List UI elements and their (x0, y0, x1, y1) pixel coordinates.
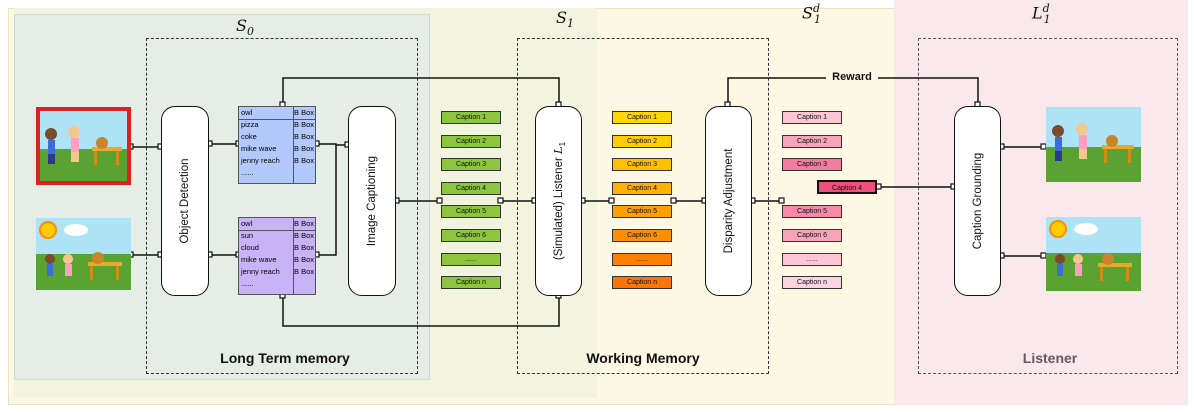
caption-item: ...... (612, 252, 672, 266)
table-row: owl B Box (239, 218, 315, 230)
caption-item: Caption 2 (782, 134, 842, 148)
object-name: owl (241, 219, 253, 228)
listener-module: (Simulated) Listener L1 (535, 106, 582, 296)
object-name: pizza (241, 120, 259, 129)
object-detection-label: Object Detection (179, 158, 191, 244)
listener-image-bottom (1046, 217, 1141, 291)
listener-image-top (1046, 107, 1141, 182)
caption-item: Caption 1 (612, 111, 672, 124)
disparity-adjustment-label: Disparity Adjustment (722, 148, 735, 254)
table-row: mike wave B Box (239, 254, 315, 266)
table-row: cloud B Box (239, 242, 315, 254)
listener-label: (Simulated) Listener L1 (550, 141, 567, 261)
distractor-image (36, 218, 131, 290)
bbox-label: B Box (294, 231, 315, 240)
table-row: ...... (239, 278, 315, 290)
reward-label: Reward (826, 70, 878, 84)
target-image (36, 107, 131, 185)
caption-item: Caption 1 (782, 111, 842, 124)
caption-item: Caption 2 (441, 134, 501, 148)
table-row: coke B Box (239, 131, 315, 143)
label-s1: S1 (556, 8, 574, 31)
bbox-label: B Box (294, 144, 315, 153)
image-captioning-label: Image Captioning (366, 155, 378, 247)
caption-item: Caption n (612, 276, 672, 290)
caption-item: ...... (441, 252, 501, 266)
section-listener-box (918, 38, 1178, 374)
title-listener: Listener (1022, 350, 1078, 366)
caption-item: Caption 3 (441, 158, 501, 172)
object-name: owl (241, 108, 253, 117)
bbox-label: B Box (294, 120, 315, 129)
caption-item: Caption 2 (612, 134, 672, 148)
disparity-adjustment-module: Disparity Adjustment (705, 106, 752, 296)
caption-item: Caption 3 (782, 158, 842, 172)
title-working-memory: Working Memory (586, 350, 700, 366)
section-long-term-box (146, 38, 418, 374)
bbox-label: B Box (294, 132, 315, 141)
object-name: mike wave (241, 144, 277, 153)
object-table-distractor: owl B Box sun B Box cloud B Box mike wave B Box… (238, 217, 316, 295)
object-detection-module: Object Detection (161, 106, 209, 296)
selected-caption: Caption 4 (817, 180, 877, 194)
image-captioning-module: Image Captioning (348, 106, 396, 296)
table-row: mike wave B Box (239, 143, 315, 155)
caption-item: Caption 4 (441, 181, 501, 195)
table-row: jenny reach B Box (239, 266, 315, 278)
caption-item: Caption 3 (612, 158, 672, 172)
bbox-label: B Box (294, 108, 315, 117)
caption-item: Caption 6 (782, 229, 842, 242)
object-name: ...... (241, 279, 254, 288)
bbox-label: B Box (294, 255, 315, 264)
caption-item: Caption 1 (441, 111, 501, 124)
caption-item: Caption 6 (612, 229, 672, 242)
caption-item: Caption 5 (441, 205, 501, 219)
bbox-label: B Box (294, 243, 315, 252)
caption-column-pink: Caption 1 Caption 2 Caption 3 Caption 5 Capt… (782, 111, 843, 291)
title-long-term-memory: Long Term memory (220, 350, 350, 366)
table-row: owl B Box (239, 107, 315, 119)
background-listener (894, 0, 1188, 405)
object-name: jenny reach (241, 267, 280, 276)
table-row: ...... (239, 167, 315, 179)
caption-item: Caption n (441, 276, 501, 290)
object-name: coke (241, 132, 257, 141)
caption-column-orange: Caption 1 Caption 2 Caption 3 Caption 4 Capt… (612, 111, 673, 291)
object-name: sun (241, 231, 254, 240)
object-name: jenny reach (241, 156, 280, 165)
label-s1d: Sd1 (802, 2, 822, 26)
bbox-label: B Box (294, 156, 315, 165)
caption-column-green: Caption 1 Caption 2 Caption 3 Caption 4 Capt… (441, 111, 502, 291)
caption-grounding-label: Caption Grounding (971, 152, 984, 250)
caption-item: Caption 6 (441, 229, 501, 242)
object-name: ...... (241, 168, 254, 177)
caption-item: Caption 5 (612, 205, 672, 219)
label-l1d: Ld1 (1032, 2, 1051, 26)
object-table-target: owl B Box pizza B Box coke B Box mike wave B Bo… (238, 106, 316, 184)
caption-item: ...... (782, 252, 842, 266)
bbox-label: B Box (294, 267, 315, 276)
caption-item: Caption n (782, 276, 842, 290)
caption-item: Caption 4 (612, 181, 672, 195)
caption-item: Caption 5 (782, 205, 842, 219)
label-s0: S0 (236, 16, 254, 39)
table-row: jenny reach B Box (239, 155, 315, 167)
table-row: sun B Box (239, 230, 315, 242)
bbox-label: B Box (294, 219, 315, 228)
object-name: cloud (241, 243, 259, 252)
table-row: pizza B Box (239, 119, 315, 131)
section-working-box (517, 38, 769, 374)
object-name: mike wave (241, 255, 277, 264)
caption-grounding-module: Caption Grounding (954, 106, 1001, 296)
